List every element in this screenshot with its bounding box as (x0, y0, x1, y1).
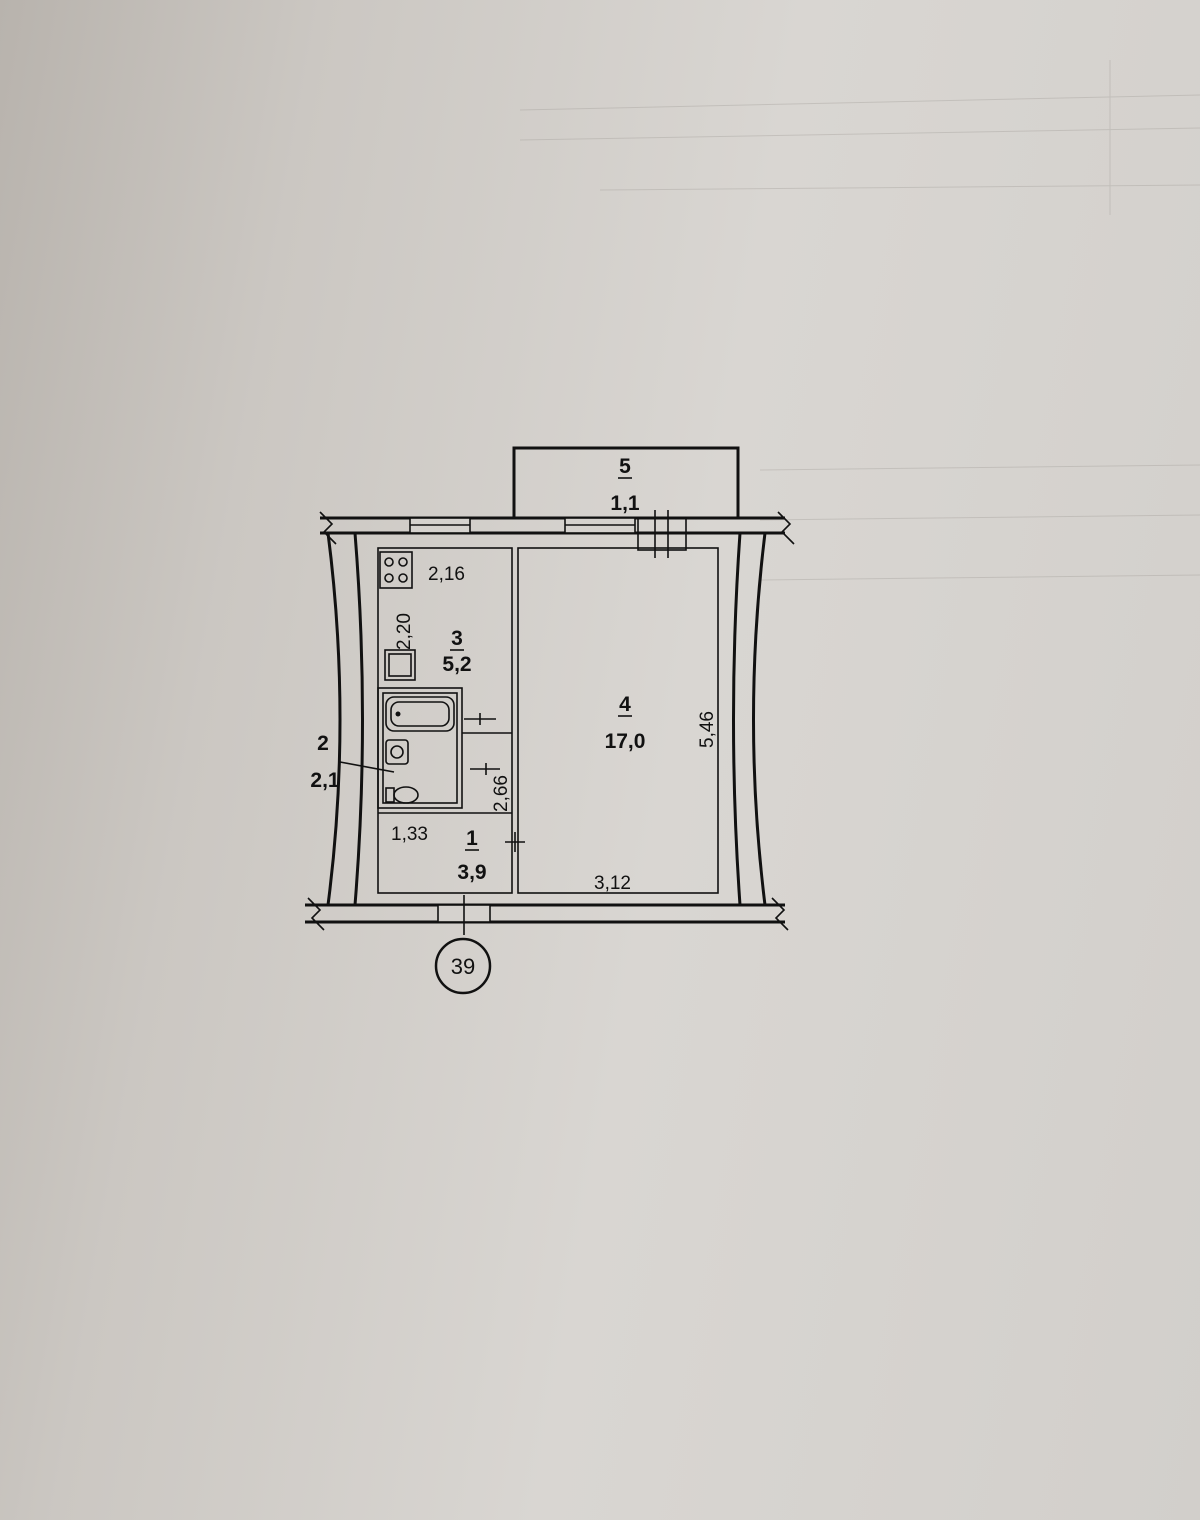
room-label-5: 5 1,1 (610, 455, 640, 515)
room-label-1: 1 3,9 (457, 827, 486, 884)
outer-walls (305, 511, 795, 931)
dimension-room-length: 5,46 (697, 711, 718, 748)
svg-text:3,9: 3,9 (457, 861, 486, 884)
dimension-kitchen-width: 2,16 (428, 564, 465, 585)
svg-text:1,1: 1,1 (610, 492, 640, 515)
dimension-room-width: 3,12 (594, 873, 631, 894)
svg-text:39: 39 (451, 954, 475, 979)
toilet-icon (385, 786, 419, 804)
background-lines (519, 60, 1200, 581)
svg-text:2,1: 2,1 (310, 769, 340, 792)
svg-text:3: 3 (451, 627, 463, 650)
svg-text:17,0: 17,0 (605, 730, 646, 753)
stove-icon (379, 551, 413, 589)
room-label-4: 4 17,0 (605, 693, 646, 753)
sink-inner-icon (388, 653, 412, 677)
partitions (377, 547, 719, 894)
apartment-number-marker: 39 (434, 937, 492, 995)
windows (409, 510, 687, 935)
svg-text:5,2: 5,2 (442, 653, 471, 676)
svg-text:2: 2 (317, 732, 329, 755)
svg-text:1: 1 (466, 827, 478, 850)
dimension-hall-width: 1,33 (391, 824, 428, 845)
svg-text:4: 4 (619, 693, 631, 716)
room-label-2: 2 2,1 (310, 732, 340, 792)
sink-icon (384, 649, 416, 681)
svg-text:5: 5 (619, 455, 631, 478)
leader-line (339, 761, 395, 773)
dimension-kitchen-length: 2,20 (394, 613, 415, 650)
dimension-hall-length: 2,66 (491, 775, 512, 812)
bathtub-icon (385, 696, 455, 732)
room-label-3: 3 5,2 (442, 627, 471, 676)
washbasin-icon (385, 739, 409, 765)
